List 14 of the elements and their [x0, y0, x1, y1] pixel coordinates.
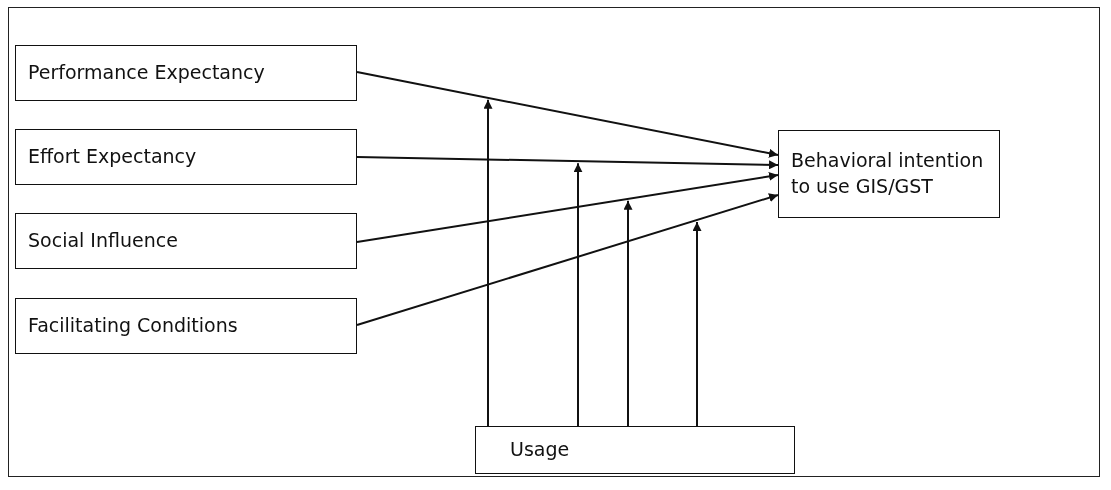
arrow: [356, 193, 779, 326]
moderator-box: Usage: [475, 426, 795, 474]
arrow: [356, 156, 779, 170]
construct-box: Performance Expectancy: [15, 45, 357, 101]
arrow: [356, 171, 779, 243]
construct-box: Effort Expectancy: [15, 129, 357, 185]
outcome-box: Behavioral intention to use GIS/GST: [778, 130, 1000, 218]
construct-box: Facilitating Conditions: [15, 298, 357, 354]
construct-box: Social Influence: [15, 213, 357, 269]
arrow: [483, 98, 493, 427]
arrow: [573, 162, 583, 427]
arrow: [692, 221, 702, 427]
arrow: [356, 71, 779, 158]
arrow: [623, 199, 633, 427]
